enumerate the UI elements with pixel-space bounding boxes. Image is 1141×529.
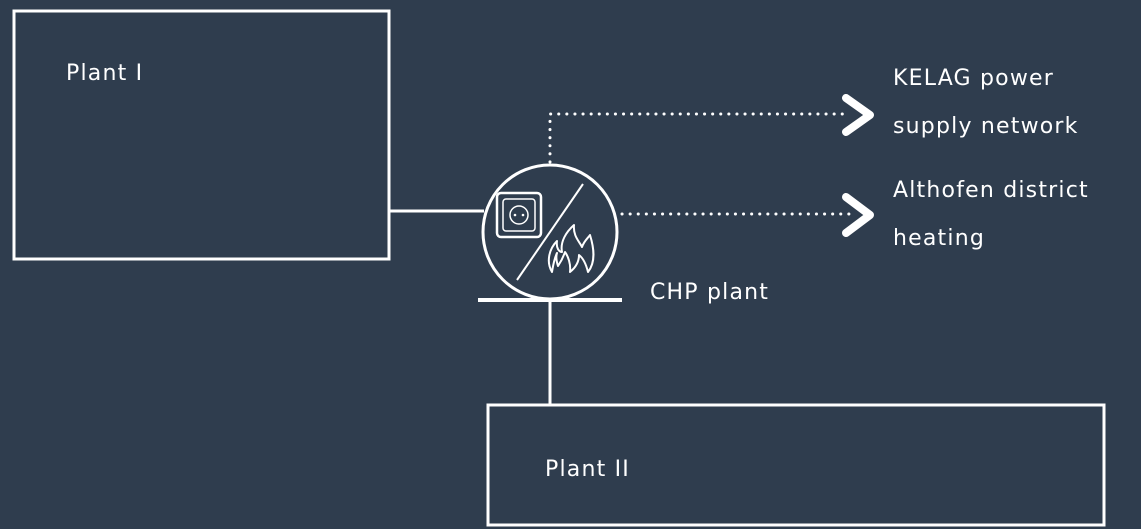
district-heating-label-line1: Althofen district [893,178,1089,203]
chp-plant-icon [478,163,622,302]
power-network-label-line1: KELAG power [893,66,1054,91]
plant-1-box: Plant I [12,9,391,261]
chevron-right-icon [842,193,874,237]
plant-2-label: Plant II [545,457,630,482]
flame-icon [547,224,595,273]
chp-plant-label: CHP plant [650,280,769,305]
plant-2-box: Plant II [486,403,1106,527]
power-flow-line [548,112,852,164]
district-heating-label-line2: heating [893,226,985,251]
power-network-label-line2: supply network [893,114,1079,139]
power-socket-icon [495,191,543,239]
plant-1-label: Plant I [66,61,143,86]
chevron-right-icon [842,94,874,136]
